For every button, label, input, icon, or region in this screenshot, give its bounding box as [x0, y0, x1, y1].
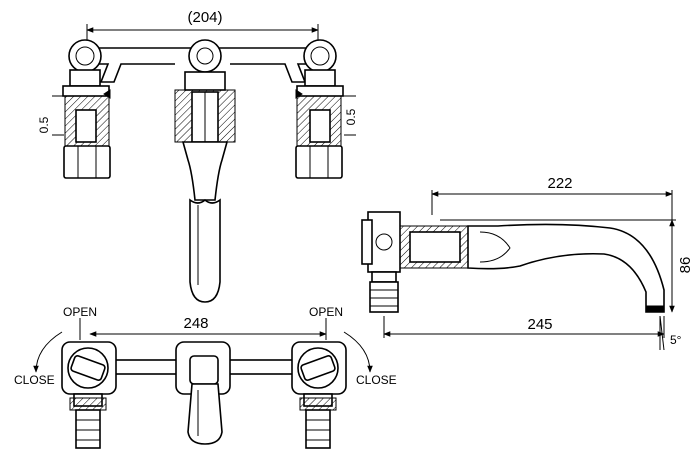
open-label-left: OPEN — [63, 305, 97, 319]
left-valve-top — [62, 39, 111, 179]
spout-front — [175, 341, 231, 445]
side-spout — [467, 223, 665, 313]
dim-text-248: 248 — [183, 315, 208, 332]
open-label-right: OPEN — [309, 305, 343, 319]
close-label-left: CLOSE — [14, 373, 55, 387]
right-offset-text: 0.5 — [344, 108, 358, 125]
right-valve-front — [291, 341, 347, 449]
angle-text: 5° — [670, 333, 682, 347]
side-view: 222 86 245 5° — [361, 175, 694, 351]
left-valve-front — [61, 341, 117, 449]
close-label-right: CLOSE — [356, 373, 397, 387]
right-valve-top — [295, 39, 344, 179]
dim-text-86: 86 — [677, 257, 694, 274]
top-view: (204) 0.5 — [37, 9, 358, 303]
front-view: 248 OPEN CLOSE OPEN CLOSE — [14, 305, 397, 449]
dim-text-204: (204) — [187, 9, 222, 26]
left-offset-text: 0.5 — [37, 116, 51, 133]
dim-text-245: 245 — [527, 316, 552, 333]
dim-text-222: 222 — [547, 175, 572, 192]
spout-body-top — [174, 39, 236, 303]
